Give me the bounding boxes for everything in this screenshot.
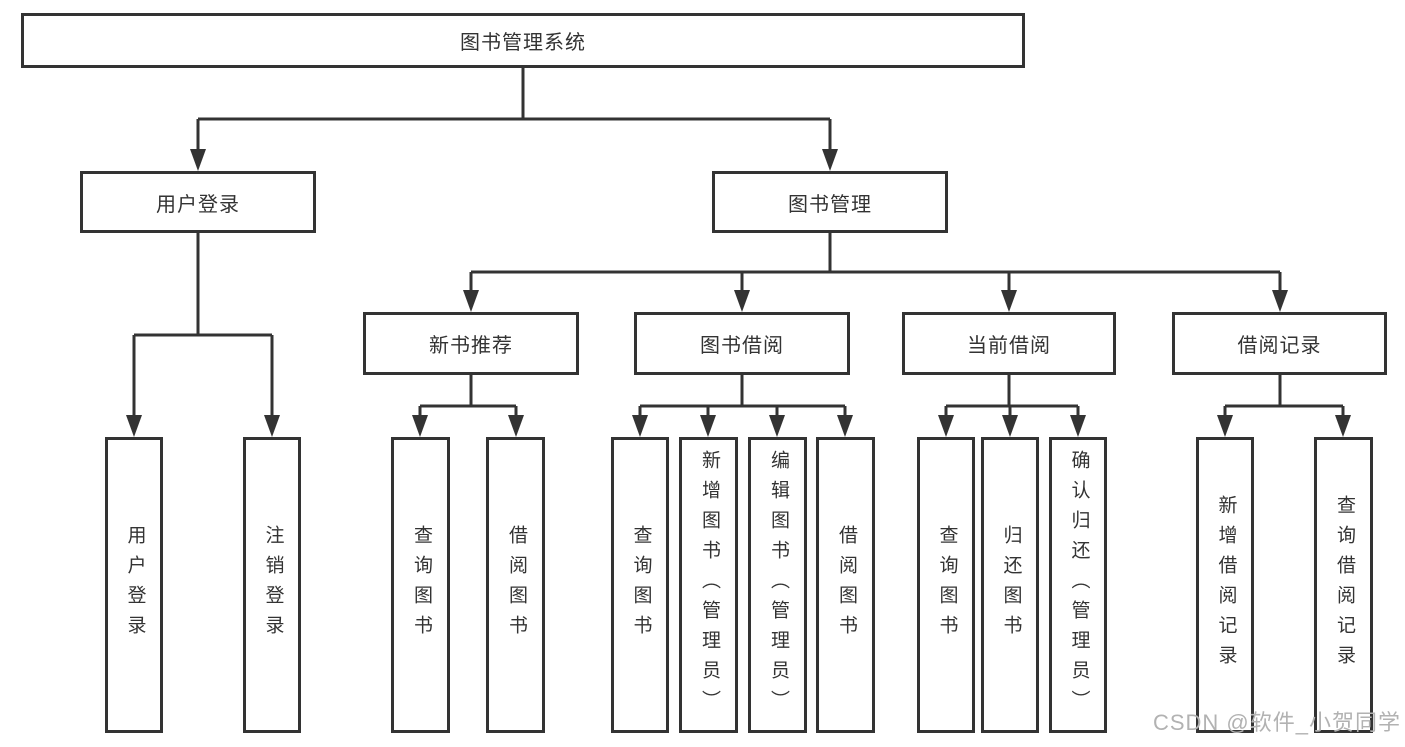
node-current-borrowing: 当前借阅 — [902, 312, 1116, 375]
tree-edges — [132, 68, 1345, 419]
node-book-borrowing: 图书借阅 — [634, 312, 850, 375]
leaf-return-books: 归还图书 — [981, 437, 1039, 733]
arrow-down-icon — [822, 149, 838, 171]
arrowheads — [126, 149, 1351, 437]
arrow-down-icon — [1001, 290, 1017, 312]
leaf-query-borrow-record: 查询借阅记录 — [1314, 437, 1373, 733]
edge-current-to-leaves — [944, 375, 1080, 419]
arrow-down-icon — [508, 415, 524, 437]
arrow-down-icon — [938, 415, 954, 437]
leaf-edit-book-admin: 编辑图书（管理员） — [748, 437, 807, 733]
edge-newbook-to-leaves — [418, 375, 518, 419]
arrow-down-icon — [1217, 415, 1233, 437]
arrow-down-icon — [1272, 290, 1288, 312]
leaf-confirm-return-admin: 确认归还（管理员） — [1049, 437, 1107, 733]
leaf-query-books-borrow: 查询图书 — [611, 437, 669, 733]
arrow-down-icon — [1002, 415, 1018, 437]
node-borrowing-records: 借阅记录 — [1172, 312, 1387, 375]
node-book-management: 图书管理 — [712, 171, 948, 233]
node-user-login: 用户登录 — [80, 171, 316, 233]
csdn-watermark: CSDN @软件_小贺同学 — [1152, 710, 1401, 735]
leaf-add-book-admin: 新增图书（管理员） — [679, 437, 738, 733]
arrow-down-icon — [700, 415, 716, 437]
node-library-system-root: 图书管理系统 — [21, 13, 1025, 68]
leaf-logout: 注销登录 — [243, 437, 301, 733]
edge-bookmgmt-to-level3 — [469, 233, 1282, 294]
arrow-down-icon — [264, 415, 280, 437]
arrow-down-icon — [632, 415, 648, 437]
edge-root-to-level2 — [196, 68, 832, 153]
arrow-down-icon — [837, 415, 853, 437]
leaf-query-books-recommend: 查询图书 — [391, 437, 450, 733]
arrow-down-icon — [463, 290, 479, 312]
node-new-book-recommendation: 新书推荐 — [363, 312, 579, 375]
edge-record-to-leaves — [1223, 375, 1345, 419]
leaf-user-login: 用户登录 — [105, 437, 163, 733]
arrow-down-icon — [412, 415, 428, 437]
arrow-down-icon — [734, 290, 750, 312]
leaf-query-books-current: 查询图书 — [917, 437, 975, 733]
leaf-borrow-books-recommend: 借阅图书 — [486, 437, 545, 733]
arrow-down-icon — [126, 415, 142, 437]
arrow-down-icon — [1070, 415, 1086, 437]
arrow-down-icon — [769, 415, 785, 437]
edge-borrow-to-leaves — [638, 375, 847, 419]
edge-userlogin-to-leaves — [132, 233, 274, 419]
leaf-borrow-books: 借阅图书 — [816, 437, 875, 733]
arrow-down-icon — [1335, 415, 1351, 437]
arrow-down-icon — [190, 149, 206, 171]
leaf-add-borrow-record: 新增借阅记录 — [1196, 437, 1254, 733]
